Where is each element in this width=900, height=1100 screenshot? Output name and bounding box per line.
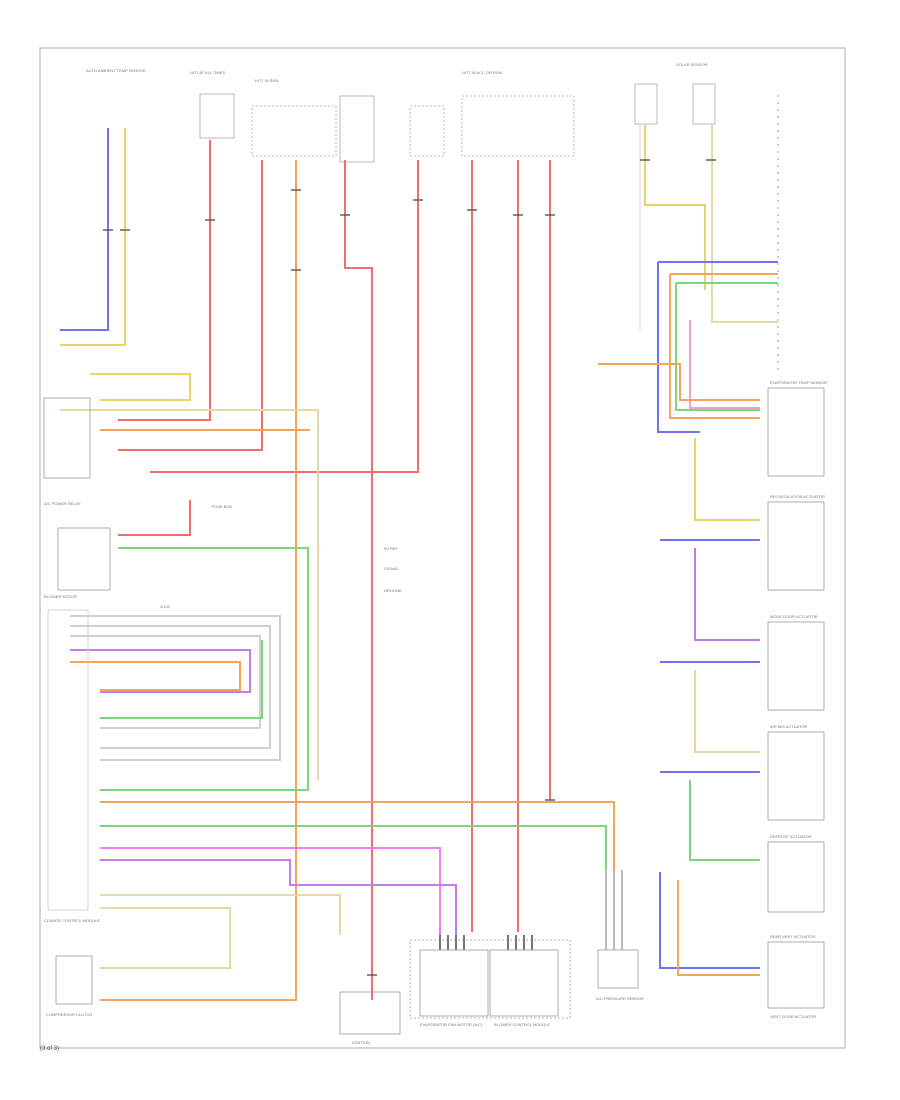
fuse-label-1: HOT AT ALL TIMES (190, 70, 225, 75)
fuse-label-4: FUSE BOX (212, 504, 233, 509)
wires (60, 125, 778, 1001)
wire-red-3 (344, 160, 373, 1000)
wire-red-8 (118, 500, 191, 536)
wire-green-mod-2 (100, 640, 263, 719)
wire-blue-left (60, 128, 109, 331)
connector-ticks (103, 159, 716, 976)
wire-blue-right (657, 261, 778, 433)
wire-violet-mod (70, 649, 251, 693)
wire-orange-mod-2 (100, 801, 615, 870)
wire-yellow-col (694, 438, 760, 521)
wire-yellow-left (60, 128, 126, 346)
wire-red-4 (150, 160, 419, 473)
legend-line-1: 5V REF (384, 546, 399, 551)
wire-green-right (675, 282, 778, 411)
label-blend: AIR MIX ACTUATOR (770, 724, 808, 729)
bottom-connectors (439, 870, 623, 950)
legend-line-2: SIGNAL (384, 566, 399, 571)
wire-orange-col (677, 880, 760, 976)
label-rear: REAR VENT ACTUATOR (770, 934, 815, 939)
wire-orange-1 (100, 160, 297, 1001)
label-sensor-right: SOLAR SENSOR (676, 62, 708, 67)
fuse-label-2: HOT IN RUN (255, 78, 278, 83)
wire-orange-mod (70, 661, 241, 691)
label-recirc: RECIRCULATION ACTUATOR (770, 494, 825, 499)
label-sensor-left: AUTO AMBIENT TEMP SENSOR (86, 68, 146, 73)
fuse-label-3: HOT IN ACC OR RUN (462, 70, 502, 75)
label-blower-motor: BLOWER MOTOR (44, 594, 77, 599)
label-mode: MODE DOOR ACTUATOR (770, 614, 818, 619)
label-defrost: DEFROST ACTUATOR (770, 834, 812, 839)
wire-blue-col-4 (659, 872, 760, 969)
wire-green-mod (100, 547, 309, 791)
wire-red-1 (118, 140, 211, 421)
left-components (43, 397, 111, 1005)
footer-code: (3 of 3) (40, 1046, 60, 1052)
diagram-frame (39, 47, 846, 1049)
right-actuators (767, 387, 825, 1009)
wire-tan-tr (711, 125, 778, 323)
wire-green-mod-3 (100, 825, 607, 870)
wire-yellow-top (90, 373, 191, 401)
wire-gray-mod-2 (70, 625, 271, 749)
label-bottom-mid: IGNITION (352, 1040, 370, 1045)
wire-violet-col (694, 548, 760, 641)
legend-line-3: GROUND (384, 588, 402, 593)
label-vent: VENT DOOR ACTUATOR (770, 1014, 816, 1019)
wire-orange-right (669, 273, 778, 419)
label-power-relay: A/C POWER RELAY (44, 501, 81, 506)
wire-gray-mod-3 (70, 635, 261, 729)
wire-pink-mod (100, 847, 441, 935)
label-evap-temp: EVAPORATOR TEMP SENSOR (770, 380, 827, 385)
label-climate-control: CLIMATE CONTROL MODULE (44, 918, 100, 923)
label-bottom-act2: BLOWER CONTROL MODULE (494, 1022, 550, 1027)
wire-violet-mod-2 (100, 859, 457, 935)
label-bottom-right: A/C PRESSURE SENSOR (596, 996, 644, 1001)
wire-tan-mod-2 (100, 894, 341, 935)
label-ground-left: G102 (160, 604, 171, 609)
wire-gray-mod-1 (70, 615, 281, 761)
wire-tan-col (694, 670, 760, 753)
wire-tan-mod (60, 409, 319, 780)
wire-yellow-tr (644, 125, 706, 290)
wire-pink-right (689, 320, 760, 409)
fuse-blocks (199, 83, 716, 163)
label-bottom-act1: EVAPORATOR FAN MOTOR (A/C) (420, 1022, 483, 1027)
wire-red-2 (118, 160, 263, 451)
wire-tan-mod-3 (100, 907, 231, 969)
bottom-components (339, 939, 639, 1035)
wire-orange-mid (598, 363, 760, 401)
wire-green-col (689, 780, 760, 861)
label-bottom-left: COMPRESSOR CLUTCH (46, 1012, 92, 1017)
